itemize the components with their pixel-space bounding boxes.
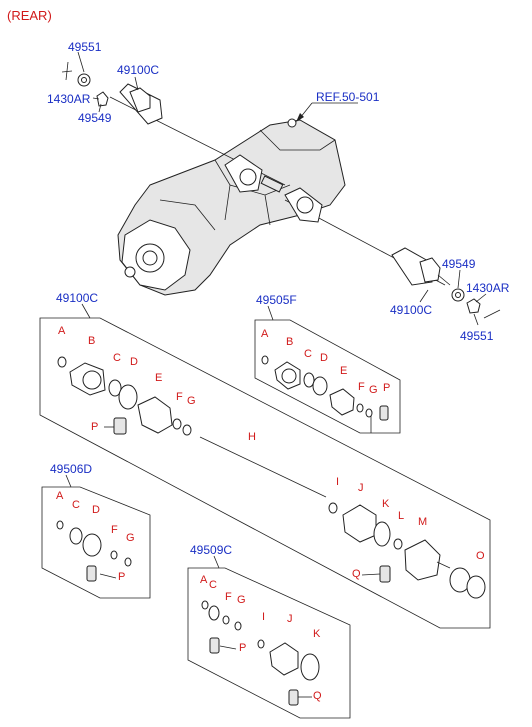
letter-kitd-p: P — [118, 571, 126, 583]
part-number-49549-right: 49549 — [442, 257, 476, 271]
panel-kit-c-parts — [201, 600, 320, 706]
letter-kitc-q: Q — [313, 690, 322, 702]
letter-kitf-b: B — [286, 336, 294, 348]
letter-kitf-p: P — [383, 382, 391, 394]
panel-kit-c-label: 49509C — [190, 543, 233, 557]
letter-kitc-a: A — [200, 574, 208, 586]
letter-main-i: I — [336, 476, 340, 488]
letter-kitc-f: F — [225, 591, 232, 603]
letter-main-e: E — [155, 372, 163, 384]
letter-kitc-i: I — [262, 611, 266, 623]
part-number-1430ar-right: 1430AR — [466, 281, 510, 295]
panel-main-outline — [39, 317, 491, 629]
letter-kitf-d: D — [320, 352, 328, 364]
panel-kit-f-label: 49505F — [256, 293, 297, 307]
part-number-1430ar-top: 1430AR — [47, 92, 91, 106]
letter-main-b: B — [88, 335, 96, 347]
letter-main-p: P — [91, 421, 99, 433]
ref-label: REF.50-501 — [316, 90, 380, 104]
left-drive-shaft — [109, 83, 286, 193]
letter-main-k: K — [382, 498, 390, 510]
diagram-title: (REAR) — [7, 8, 52, 23]
letter-main-q: Q — [352, 568, 361, 580]
letter-kitf-f: F — [358, 381, 365, 393]
letter-kitc-c: C — [209, 579, 217, 591]
letter-main-f: F — [176, 391, 183, 403]
letter-kitc-g: G — [237, 594, 246, 606]
top-right-hardware — [419, 269, 501, 326]
letter-leaders — [99, 416, 381, 698]
letter-kitf-a: A — [261, 328, 269, 340]
letter-main-o: O — [476, 550, 485, 562]
letter-kitf-g: G — [369, 384, 378, 396]
panel-kit-f-outline — [254, 319, 401, 434]
letter-main-m: M — [418, 516, 428, 528]
letter-kitf-e: E — [340, 365, 348, 377]
letter-main-g: G — [187, 395, 196, 407]
letter-kitd-f: F — [111, 524, 118, 536]
letter-kitd-a: A — [56, 490, 64, 502]
letter-main-a: A — [58, 325, 66, 337]
part-number-49100c-right: 49100C — [390, 303, 433, 317]
panel-main-parts — [57, 356, 486, 599]
letter-kitd-c: C — [72, 499, 80, 511]
letter-main-c: C — [113, 352, 121, 364]
panel-kit-d-outline — [41, 486, 151, 599]
letter-kitf-c: C — [304, 348, 312, 360]
panel-kit-d-label: 49506D — [50, 462, 93, 476]
differential-housing — [117, 118, 346, 296]
letter-kitc-j: J — [287, 613, 293, 625]
panel-kit-f-parts — [261, 355, 389, 421]
letter-kitd-g: G — [126, 532, 135, 544]
panel-kit-c-outline — [187, 567, 351, 719]
part-number-49549-top: 49549 — [78, 111, 112, 125]
part-number-49100c-top: 49100C — [117, 63, 160, 77]
right-drive-shaft — [284, 187, 451, 286]
letter-main-h: H — [248, 431, 256, 443]
letter-kitd-d: D — [92, 504, 100, 516]
top-left-hardware — [61, 51, 139, 113]
letter-kitc-k: K — [313, 628, 321, 640]
letter-kitc-p: P — [239, 642, 247, 654]
panel-kit-d-parts — [56, 520, 132, 582]
letter-main-j: J — [358, 482, 364, 494]
letter-main-l: L — [398, 510, 405, 522]
part-number-49551-right: 49551 — [460, 329, 494, 343]
panel-main-label: 49100C — [56, 291, 99, 305]
part-number-49551-top: 49551 — [68, 40, 102, 54]
letter-main-d: D — [130, 356, 138, 368]
